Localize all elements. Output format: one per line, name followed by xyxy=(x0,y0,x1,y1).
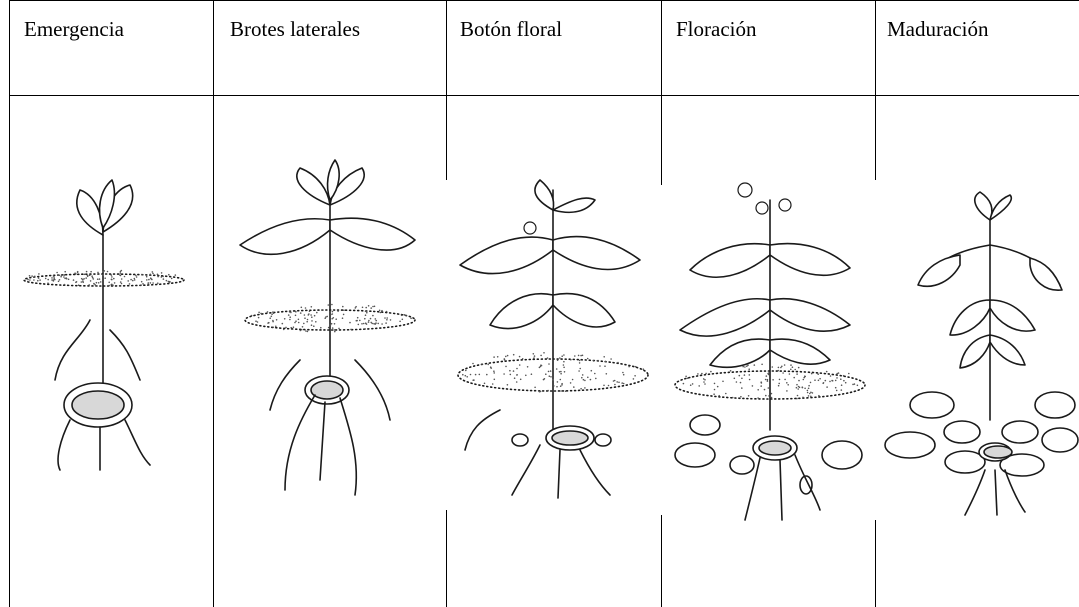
plant-emergencia xyxy=(24,180,184,470)
plant-brotes-laterales xyxy=(240,160,415,495)
plant-boton-floral xyxy=(458,180,648,498)
plant-floracion xyxy=(675,183,865,520)
plant-maduracion xyxy=(885,192,1078,515)
